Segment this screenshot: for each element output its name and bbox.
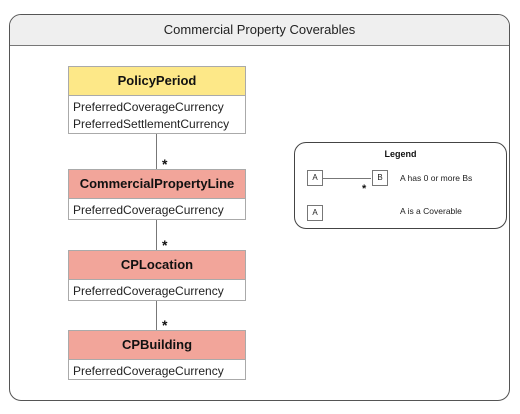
legend-coverable-box: A [307,205,323,221]
attribute: PreferredCoverageCurrency [73,364,224,378]
connector-line [156,301,157,330]
legend-coverable-text: A is a Coverable [400,206,462,216]
legend-box-a: A [307,170,323,186]
entity-attributes: PreferredCoverageCurrency PreferredSettl… [69,96,245,133]
entity-header: CPBuilding [69,331,245,360]
attribute: PreferredCoverageCurrency [73,284,224,298]
entity-header: CPLocation [69,251,245,280]
legend-title: Legend [384,149,417,159]
multiplicity-star: * [162,237,168,253]
entity-attributes: PreferredCoverageCurrency [69,280,245,300]
entity-header: PolicyPeriod [69,67,245,96]
legend: Legend A * B A has 0 or more Bs A A is a… [294,142,507,229]
attribute: PreferredSettlementCurrency [73,117,230,131]
entity-commercial-property-line: CommercialPropertyLine PreferredCoverage… [68,169,246,220]
legend-star: * [362,183,367,195]
entity-policy-period: PolicyPeriod PreferredCoverageCurrency P… [68,66,246,134]
diagram-frame: Commercial Property Coverables PolicyPer… [9,14,510,401]
entity-header: CommercialPropertyLine [69,170,245,199]
attribute: PreferredCoverageCurrency [73,203,224,217]
entity-attributes: PreferredCoverageCurrency [69,360,245,380]
entity-cp-building: CPBuilding PreferredCoverageCurrency [68,330,246,380]
legend-box-b: B [372,170,388,186]
legend-relation-line [323,178,371,179]
multiplicity-star: * [162,156,168,172]
connector-line [156,220,157,250]
connector-line [156,134,157,169]
multiplicity-star: * [162,317,168,333]
entity-cp-location: CPLocation PreferredCoverageCurrency [68,250,246,301]
legend-relation-text: A has 0 or more Bs [400,173,473,183]
diagram-title: Commercial Property Coverables [10,15,509,46]
entity-attributes: PreferredCoverageCurrency [69,199,245,219]
attribute: PreferredCoverageCurrency [73,100,224,114]
